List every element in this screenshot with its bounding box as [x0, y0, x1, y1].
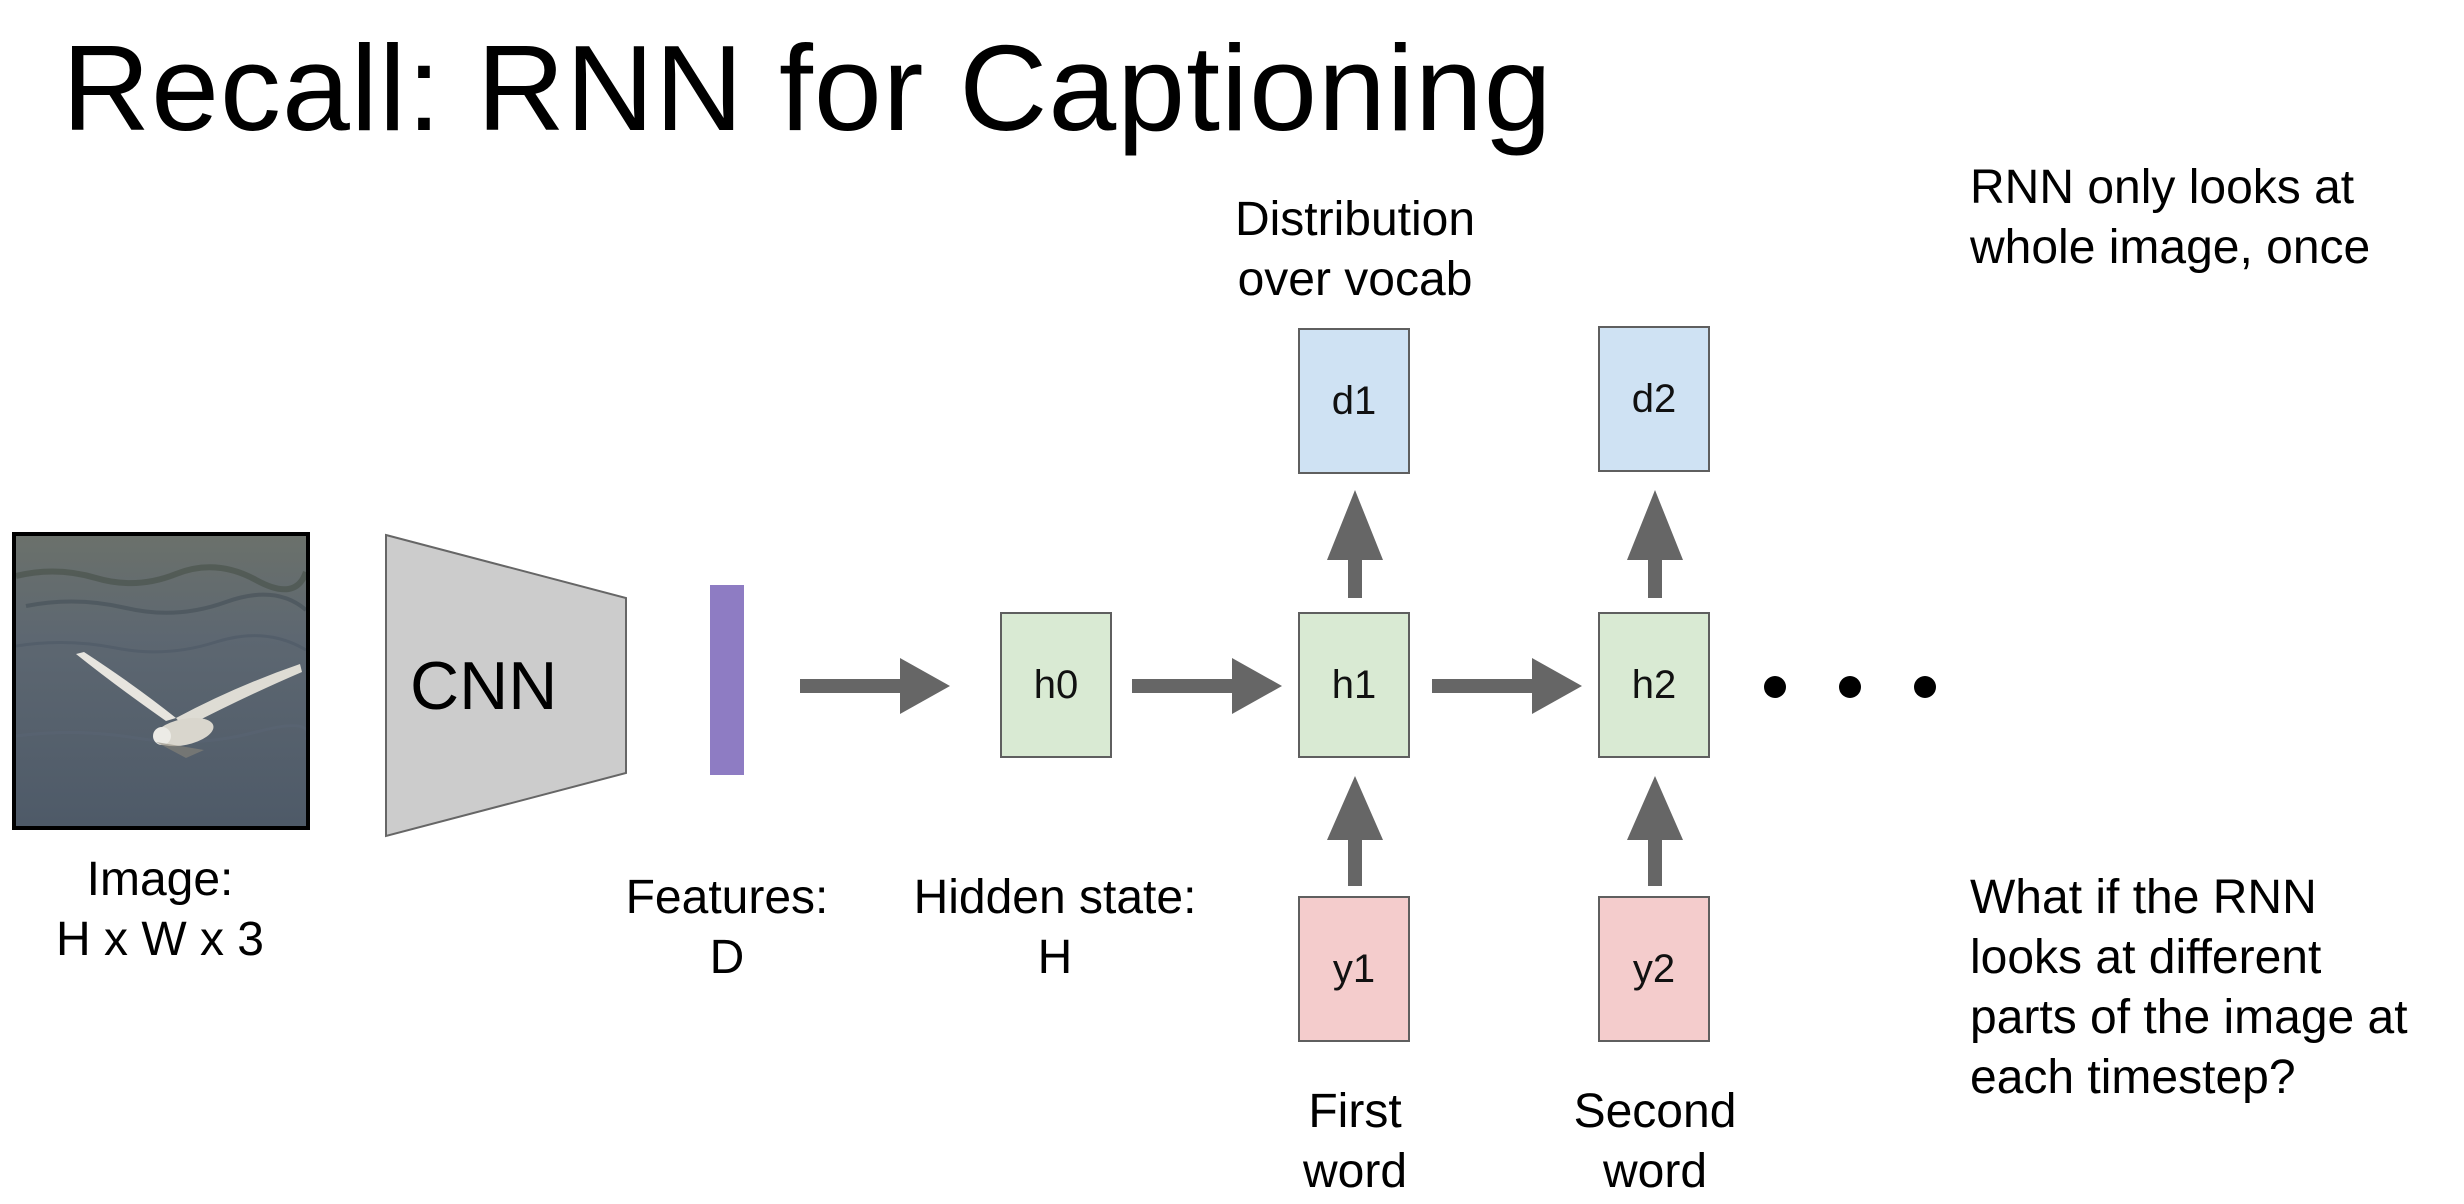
slide-title: Recall: RNN for Captioning [62, 20, 1553, 156]
hidden-node-h0: h0 [1000, 612, 1112, 758]
image-label-line2: H x W x 3 [55, 913, 264, 966]
arrow-h1-to-d1 [1327, 490, 1383, 598]
cnn-trapezoid [385, 533, 627, 838]
distribution-label: Distribution over vocab [1200, 190, 1510, 310]
note-bottom-line1: What if the RNN [1970, 871, 2317, 924]
arrow-h1-to-h2 [1432, 658, 1582, 714]
ellipsis-dot-1 [1764, 676, 1786, 698]
arrow-h2-to-d2 [1627, 490, 1683, 598]
word-label-second-line1: Second [1573, 1085, 1737, 1138]
hidden-node-h2: h2 [1598, 612, 1710, 758]
note-bottom: What if the RNN looks at different parts… [1970, 868, 2408, 1108]
distribution-label-line2: over vocab [1237, 253, 1473, 306]
word-label-first-line2: word [1302, 1145, 1408, 1198]
arrow-h0-to-h1 [1132, 658, 1282, 714]
input-image-bird-photo [12, 532, 310, 830]
vertical-arrows [1327, 490, 1683, 886]
word-label-first: First word [1255, 1082, 1455, 1202]
note-top-line2: whole image, once [1970, 221, 2371, 274]
note-top-line1: RNN only looks at [1970, 161, 2355, 214]
ellipsis-dot-2 [1839, 676, 1861, 698]
word-label-second-line2: word [1602, 1145, 1708, 1198]
arrow-features-to-h0 [800, 658, 950, 714]
note-bottom-line2: looks at different [1970, 931, 2322, 984]
ellipsis-dot-3 [1914, 676, 1936, 698]
word-label-first-line1: First [1308, 1085, 1402, 1138]
hidden-state-label-line1: Hidden state: [913, 871, 1197, 924]
input-node-y1: y1 [1298, 896, 1410, 1042]
note-bottom-line3: parts of the image at [1970, 991, 2408, 1044]
image-label-line1: Image: [86, 853, 234, 906]
word-label-second: Second word [1540, 1082, 1770, 1202]
distribution-label-line1: Distribution [1234, 193, 1476, 246]
hidden-state-label: Hidden state: H [890, 868, 1220, 988]
arrow-y1-to-h1 [1327, 776, 1383, 886]
feature-vector-bar [710, 585, 744, 775]
horizontal-arrows [800, 658, 1582, 714]
note-bottom-line4: each timestep? [1970, 1051, 2296, 1104]
output-node-d2: d2 [1598, 326, 1710, 472]
note-top: RNN only looks at whole image, once [1970, 158, 2370, 278]
features-label-line1: Features: [625, 871, 829, 924]
output-node-d1: d1 [1298, 328, 1410, 474]
features-label: Features: D [600, 868, 854, 988]
bird-photo-graphic [16, 536, 306, 826]
hidden-state-label-line2: H [1037, 931, 1073, 984]
image-label: Image: H x W x 3 [40, 850, 280, 970]
hidden-node-h1: h1 [1298, 612, 1410, 758]
input-node-y2: y2 [1598, 896, 1710, 1042]
features-label-line2: D [709, 931, 745, 984]
arrow-y2-to-h2 [1627, 776, 1683, 886]
cnn-label: CNN [410, 648, 558, 724]
